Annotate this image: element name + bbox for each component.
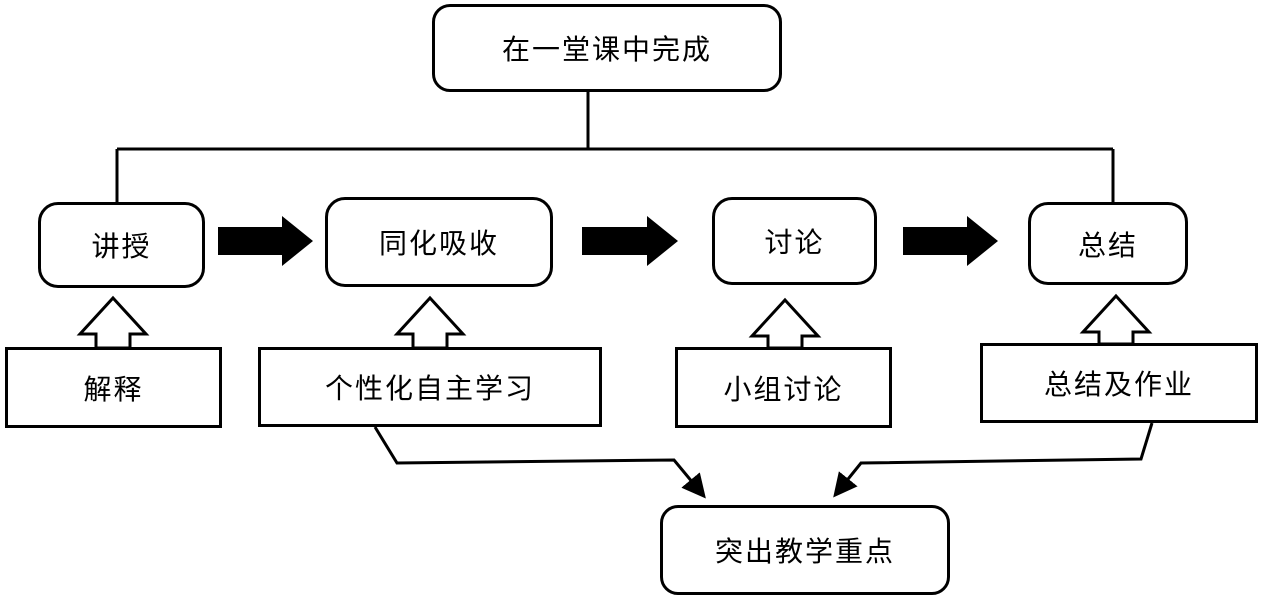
node-lecture: 讲授 — [38, 202, 205, 288]
hollow-up-arrow-1-icon — [76, 295, 150, 350]
node-label: 讲授 — [91, 230, 152, 263]
node-label: 同化吸收 — [378, 227, 499, 260]
node-label: 解释 — [83, 372, 144, 406]
node-label: 总结及作业 — [1043, 368, 1194, 401]
node-assimilation: 同化吸收 — [325, 197, 553, 287]
node-label: 总结 — [1077, 228, 1138, 262]
hollow-up-arrow-3-icon — [748, 297, 822, 350]
node-discussion: 讨论 — [712, 197, 877, 285]
top-connector-lines — [115, 92, 1115, 203]
hollow-up-arrow-2-icon — [393, 295, 467, 350]
node-summary: 总结 — [1028, 202, 1188, 285]
node-label: 突出教学重点 — [714, 535, 895, 568]
node-highlight-teaching-focus: 突出教学重点 — [660, 505, 950, 595]
node-label: 讨论 — [764, 226, 825, 259]
node-group-discussion: 小组讨论 — [675, 347, 892, 428]
hollow-up-arrow-4-icon — [1079, 293, 1153, 346]
converge-arrow-right-icon — [833, 422, 1154, 498]
thick-right-arrow-3-icon — [903, 216, 998, 266]
node-summary-and-homework: 总结及作业 — [980, 343, 1258, 423]
node-label: 在一堂课中完成 — [501, 33, 712, 66]
node-label: 小组讨论 — [723, 372, 844, 406]
node-personalized-self-study: 个性化自主学习 — [258, 347, 602, 427]
node-label: 个性化自主学习 — [324, 372, 535, 405]
thick-right-arrow-2-icon — [582, 216, 678, 266]
converge-arrow-left-icon — [373, 426, 706, 499]
node-complete-in-one-class: 在一堂课中完成 — [432, 4, 782, 92]
thick-right-arrow-1-icon — [218, 216, 313, 266]
node-explain: 解释 — [5, 347, 222, 428]
